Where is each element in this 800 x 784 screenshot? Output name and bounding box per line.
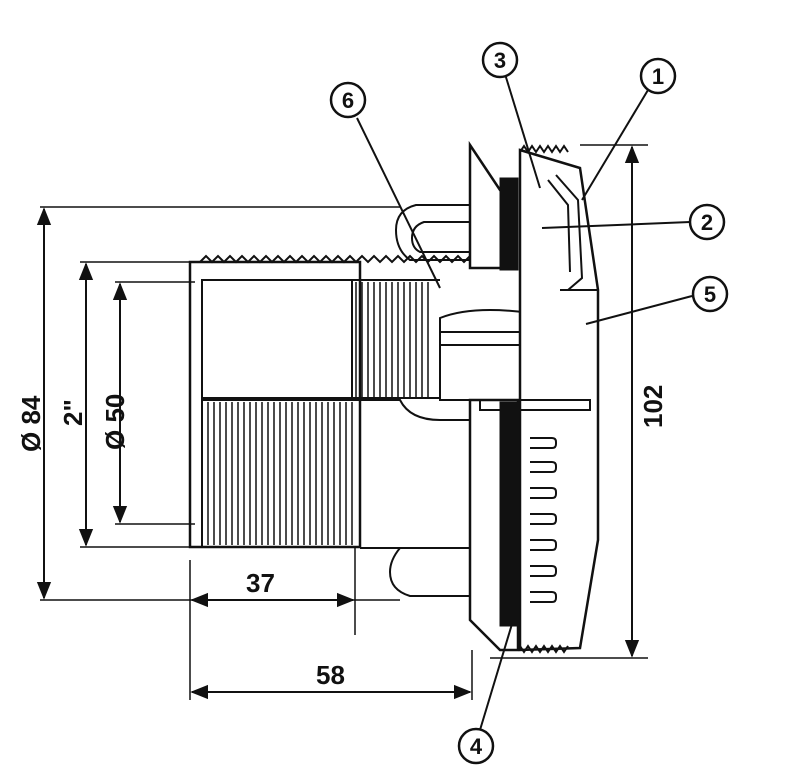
callout-1: 1 bbox=[639, 57, 677, 95]
callout-4: 4 bbox=[457, 727, 495, 765]
dim-102: 102 bbox=[638, 385, 668, 428]
cap-channel-inner bbox=[547, 179, 571, 273]
lower-thread-zone bbox=[201, 399, 361, 548]
svg-text:2: 2 bbox=[701, 210, 713, 235]
upper-tab bbox=[394, 204, 480, 261]
callout-6: 6 bbox=[329, 81, 367, 119]
dim-58: 58 bbox=[316, 660, 345, 690]
center-ring bbox=[479, 399, 591, 411]
cap-slots bbox=[530, 437, 557, 603]
lower-thread-lines bbox=[207, 402, 353, 545]
part-body bbox=[188, 140, 600, 654]
upper-tab-inner bbox=[410, 221, 480, 253]
svg-text:4: 4 bbox=[470, 734, 483, 759]
pipe-sleeve bbox=[188, 260, 362, 549]
dimension-lines bbox=[36, 144, 648, 700]
lower-tab bbox=[388, 547, 481, 597]
lower-gasket bbox=[499, 401, 519, 627]
callout-5: 5 bbox=[691, 275, 729, 313]
callout-3: 3 bbox=[481, 41, 519, 79]
upper-thread-lines bbox=[355, 282, 429, 398]
svg-text:1: 1 bbox=[652, 64, 664, 89]
svg-text:5: 5 bbox=[704, 282, 716, 307]
cap-channel bbox=[555, 174, 584, 291]
callout-leaders bbox=[356, 73, 693, 731]
svg-text:6: 6 bbox=[342, 88, 354, 113]
svg-text:3: 3 bbox=[494, 48, 506, 73]
callout-2: 2 bbox=[688, 203, 726, 241]
top-thread-edge bbox=[199, 254, 489, 264]
dim-37: 37 bbox=[246, 568, 275, 598]
upper-gasket bbox=[499, 177, 519, 271]
dim-diameter-50: Ø 50 bbox=[100, 394, 130, 450]
cap-teeth-bottom bbox=[519, 644, 569, 654]
pipe-bore bbox=[201, 279, 353, 399]
lower-body bbox=[360, 399, 481, 549]
dim-diameter-84: Ø 84 bbox=[16, 395, 46, 452]
dim-2-inch: 2" bbox=[58, 399, 88, 426]
